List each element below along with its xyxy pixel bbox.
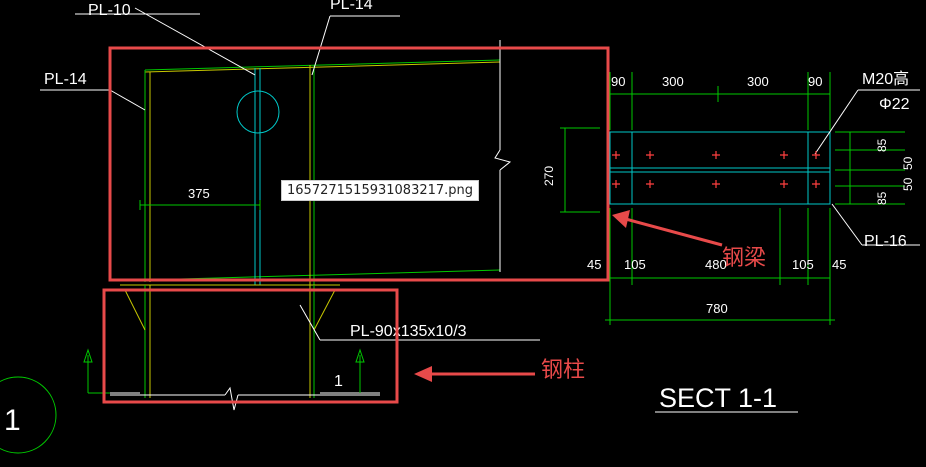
dim-45-right: 45 <box>832 257 846 272</box>
column-annotation: 钢柱 <box>541 358 585 383</box>
detail-circle <box>0 376 57 454</box>
dim-480: 480 <box>705 257 727 272</box>
beam-annotation: 钢梁 <box>722 246 766 271</box>
dim-90-left: 90 <box>611 74 625 89</box>
column-highlight-box <box>102 288 399 404</box>
dim-270: 270 <box>542 166 556 186</box>
dim-375: 375 <box>188 186 210 201</box>
dim-780: 780 <box>706 301 728 316</box>
beam-elevation-linework <box>40 7 600 285</box>
dim-85-bottom: 85 <box>875 191 889 205</box>
label-bolt-spec: M20高 <box>862 70 909 88</box>
label-pl16: PL-16 <box>864 233 907 250</box>
dim-45-left: 45 <box>587 257 601 272</box>
dim-90-right: 90 <box>808 74 822 89</box>
label-pl14-top: PL-14 <box>330 0 373 13</box>
dim-300-b: 300 <box>747 74 769 89</box>
label-pl14-left: PL-14 <box>44 71 87 88</box>
dim-300-a: 300 <box>662 74 684 89</box>
dim-50-a: 50 <box>901 156 915 170</box>
label-bolt-dia: Φ22 <box>879 96 910 113</box>
bolt-hole-circle <box>236 90 280 134</box>
bolt-symbols <box>612 151 820 188</box>
label-pl10: PL-10 <box>88 2 131 19</box>
section-title: SECT 1-1 <box>659 383 777 413</box>
detail-circle-number: 1 <box>4 404 21 437</box>
column-arrow <box>414 366 535 382</box>
label-pl-plate: PL-90x135x10/3 <box>350 323 467 340</box>
dim-50-b: 50 <box>901 177 915 191</box>
label-section-ref: 1 <box>334 373 343 390</box>
filename-tooltip: 1657271515931083217.png <box>281 180 480 201</box>
beam-arrow <box>612 210 723 247</box>
dim-105-a: 105 <box>624 257 646 272</box>
dim-105-b: 105 <box>792 257 814 272</box>
bolt-plate-linework <box>605 72 920 325</box>
dim-85-top: 85 <box>875 138 889 152</box>
beam-highlight-box <box>108 46 610 282</box>
column-linework <box>83 284 540 411</box>
